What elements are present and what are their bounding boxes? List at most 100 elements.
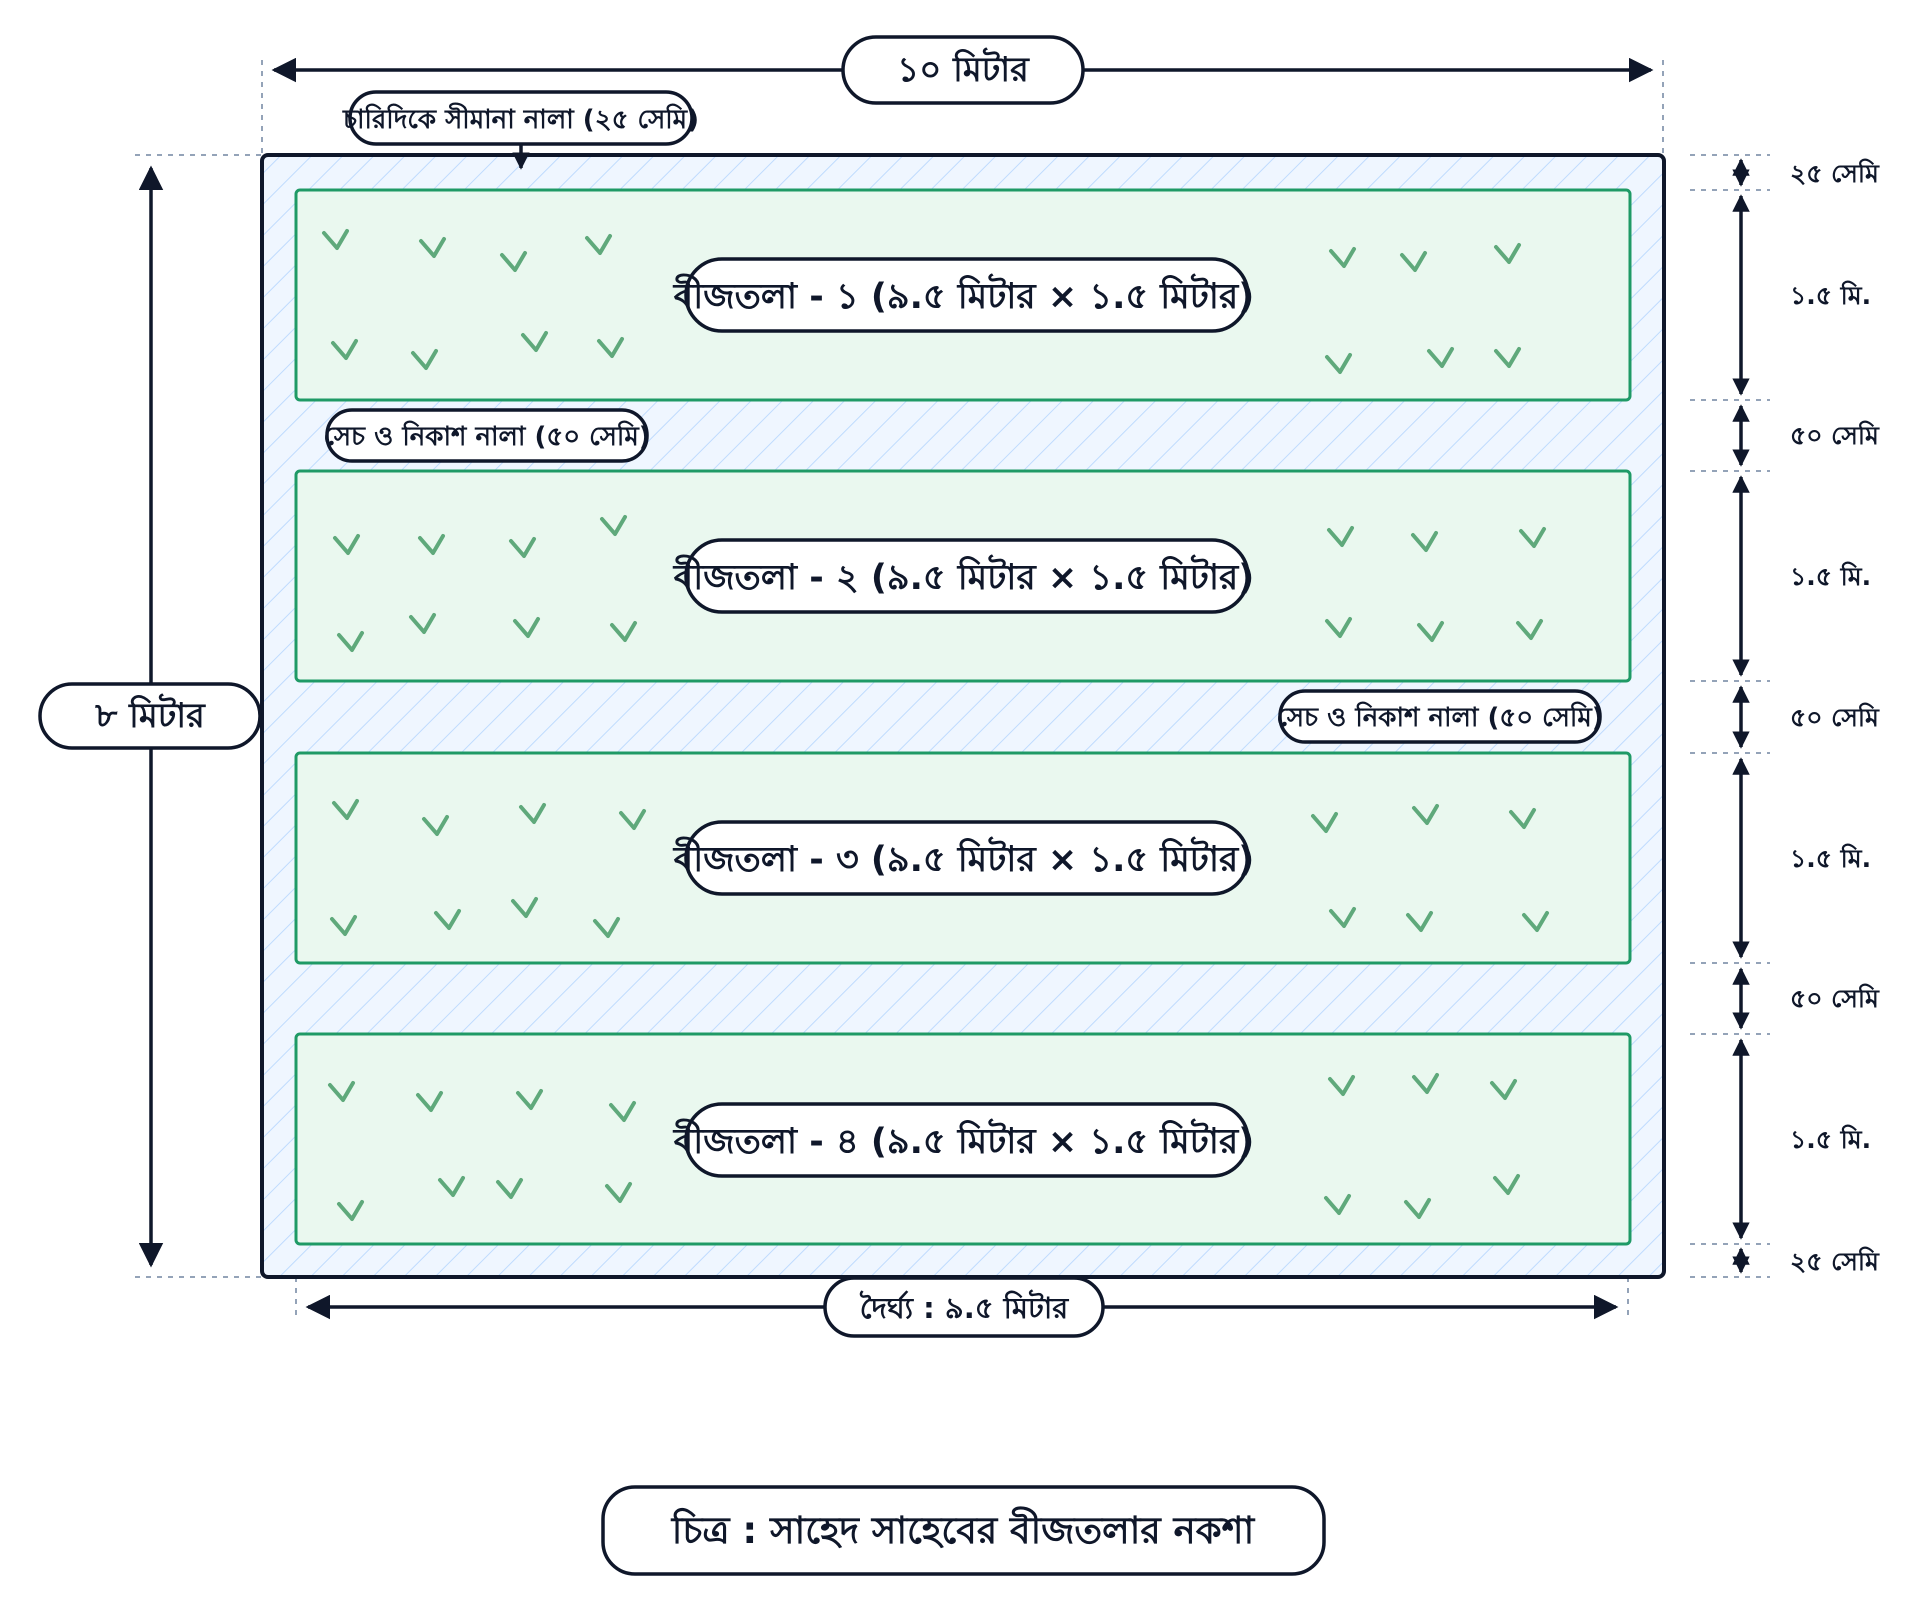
seedbed-2-label-pill bbox=[684, 538, 1250, 614]
top-dimension-pill bbox=[841, 35, 1085, 105]
segment-label: ৫০ সেমি bbox=[1790, 702, 1880, 732]
sprout-icon bbox=[597, 337, 624, 358]
sprout-icon bbox=[1417, 621, 1444, 642]
sprout-icon bbox=[322, 229, 349, 250]
segment-label: ১.৫ মি. bbox=[1790, 561, 1871, 591]
border-drain-callout: চারিদিকে সীমানা নালা (২৫ সেমি) bbox=[342, 90, 699, 170]
seedbed-1-label: বীজতলা - ১ (৯.৫ মিটার × ১.৫ মিটার) bbox=[672, 273, 1254, 317]
sprout-icon bbox=[509, 537, 536, 558]
seedbed-1-label-pill bbox=[684, 257, 1250, 333]
sprout-icon bbox=[1494, 347, 1521, 368]
sprout-icon bbox=[1509, 808, 1536, 829]
sprout-icon bbox=[1411, 531, 1438, 552]
sprout-icon bbox=[1328, 1075, 1355, 1096]
seedbed-4-label-pill bbox=[684, 1102, 1250, 1178]
segment-label: ৫০ সেমি bbox=[1790, 420, 1880, 450]
caption-pill bbox=[601, 1485, 1326, 1576]
sprout-icon bbox=[593, 917, 620, 938]
seedbed-4-label: বীজতলা - ৪ (৯.৫ মিটার × ১.৫ মিটার) bbox=[672, 1118, 1254, 1162]
sprout-icon bbox=[619, 809, 646, 830]
sprout-icon bbox=[1412, 804, 1439, 825]
seedbed-3-label-pill bbox=[684, 820, 1250, 896]
drain-label-1: সেচ ও নিকাশ নালা (৫০ সেমি) bbox=[323, 408, 651, 463]
sprout-icon bbox=[1406, 911, 1433, 932]
sprout-icon bbox=[519, 803, 546, 824]
left-dimension: ৮ মিটার bbox=[38, 165, 262, 1268]
sprout-icon bbox=[333, 534, 360, 555]
sprout-icon bbox=[1329, 247, 1356, 268]
drain-label-2-text: সেচ ও নিকাশ নালা (৫০ সেমি) bbox=[1276, 701, 1603, 733]
sprout-icon bbox=[1329, 907, 1356, 928]
sprout-icon bbox=[1404, 1198, 1431, 1219]
figure-caption: চিত্র : সাহেদ সাহেবের বীজতলার নকশা bbox=[601, 1485, 1326, 1576]
sprout-icon bbox=[419, 237, 446, 258]
sprout-icon bbox=[438, 1176, 465, 1197]
segment-label: ৫০ সেমি bbox=[1790, 983, 1880, 1013]
sprout-icon bbox=[1519, 527, 1546, 548]
sprout-icon bbox=[1490, 1079, 1517, 1100]
sprout-icon bbox=[416, 1091, 443, 1112]
sprout-icon bbox=[418, 534, 445, 555]
sprout-icon bbox=[434, 909, 461, 930]
sprout-icon bbox=[605, 1182, 632, 1203]
border-drain-label: চারিদিকে সীমানা নালা (২৫ সেমি) bbox=[342, 102, 699, 135]
sprout-icon bbox=[1327, 526, 1354, 547]
sprout-icon bbox=[331, 339, 358, 360]
sprout-icon bbox=[1324, 1194, 1351, 1215]
sprout-icon bbox=[610, 621, 637, 642]
seedbed-3: বীজতলা - ৩ (৯.৫ মিটার × ১.৫ মিটার) bbox=[294, 751, 1632, 965]
sprout-icon bbox=[1325, 353, 1352, 374]
seedbed-4: বীজতলা - ৪ (৯.৫ মিটার × ১.৫ মিটার) bbox=[294, 1032, 1632, 1246]
bottom-dimension-pill bbox=[823, 1276, 1105, 1338]
seedbed-3-sprouts bbox=[330, 799, 1549, 938]
sprout-icon bbox=[1325, 617, 1352, 638]
sprout-icon bbox=[496, 1178, 523, 1199]
sprout-icon bbox=[411, 349, 438, 370]
seedbed-2: বীজতলা - ২ (৯.৫ মিটার × ১.৫ মিটার) bbox=[294, 469, 1632, 683]
seedbed-2-label: বীজতলা - ২ (৯.৫ মিটার × ১.৫ মিটার) bbox=[672, 554, 1254, 598]
sprout-icon bbox=[1311, 812, 1338, 833]
seedbed-1-sprouts bbox=[322, 229, 1521, 374]
sprout-icon bbox=[1493, 1174, 1520, 1195]
drain-label-1-text: সেচ ও নিকাশ নালা (৫০ সেমি) bbox=[323, 420, 650, 452]
caption-text: চিত্র : সাহেদ সাহেবের বীজতলার নকশা bbox=[670, 1506, 1256, 1552]
seedbed-4-sprouts bbox=[328, 1073, 1520, 1221]
sprout-icon bbox=[1516, 619, 1543, 640]
seedbed-1: বীজতলা - ১ (৯.৫ মিটার × ১.৫ মিটার) bbox=[294, 188, 1632, 402]
sprout-icon bbox=[409, 613, 436, 634]
sprout-icon bbox=[1412, 1073, 1439, 1094]
sprout-icon bbox=[332, 799, 359, 820]
bottom-dimension: দৈর্ঘ্য : ৯.৫ মিটার bbox=[305, 1276, 1619, 1338]
sprout-icon bbox=[516, 1089, 543, 1110]
sprout-icon bbox=[1522, 911, 1549, 932]
sprout-icon bbox=[330, 915, 357, 936]
segment-label: ১.৫ মি. bbox=[1790, 843, 1871, 873]
sprout-icon bbox=[337, 631, 364, 652]
segment-label: ২৫ সেমি bbox=[1790, 1246, 1880, 1276]
seedbed-3-label: বীজতলা - ৩ (৯.৫ মিটার × ১.৫ মিটার) bbox=[672, 836, 1254, 880]
drain-label-2-pill bbox=[1278, 689, 1602, 744]
sprout-icon bbox=[609, 1101, 636, 1122]
right-dimensions: ২৫ সেমি ১.৫ মি. ৫০ সেমি ১.৫ মি. ৫০ সেমি … bbox=[1690, 154, 1880, 1278]
sprout-icon bbox=[1400, 251, 1427, 272]
drain-label-2: সেচ ও নিকাশ নালা (৫০ সেমি) bbox=[1276, 689, 1604, 744]
left-dimension-pill bbox=[38, 682, 262, 750]
sprout-icon bbox=[1494, 243, 1521, 264]
drain-label-1-pill bbox=[325, 408, 649, 463]
sprout-icon bbox=[337, 1200, 364, 1221]
sprout-icon bbox=[1427, 347, 1454, 368]
top-dimension: ১০ মিটার bbox=[271, 35, 1654, 105]
segment-label: ১.৫ মি. bbox=[1790, 1124, 1871, 1154]
sprout-icon bbox=[511, 897, 538, 918]
left-dimension-label: ৮ মিটার bbox=[94, 693, 206, 736]
sprout-icon bbox=[521, 331, 548, 352]
segment-label: ১.৫ মি. bbox=[1790, 280, 1871, 310]
sprout-icon bbox=[422, 815, 449, 836]
top-dimension-label: ১০ মিটার bbox=[897, 47, 1030, 90]
sprout-icon bbox=[500, 251, 527, 272]
bottom-dimension-label: দৈর্ঘ্য : ৯.৫ মিটার bbox=[859, 1289, 1069, 1325]
sprout-icon bbox=[328, 1081, 355, 1102]
sprout-icon bbox=[585, 234, 612, 255]
segment-label: ২৫ সেমি bbox=[1790, 158, 1880, 188]
